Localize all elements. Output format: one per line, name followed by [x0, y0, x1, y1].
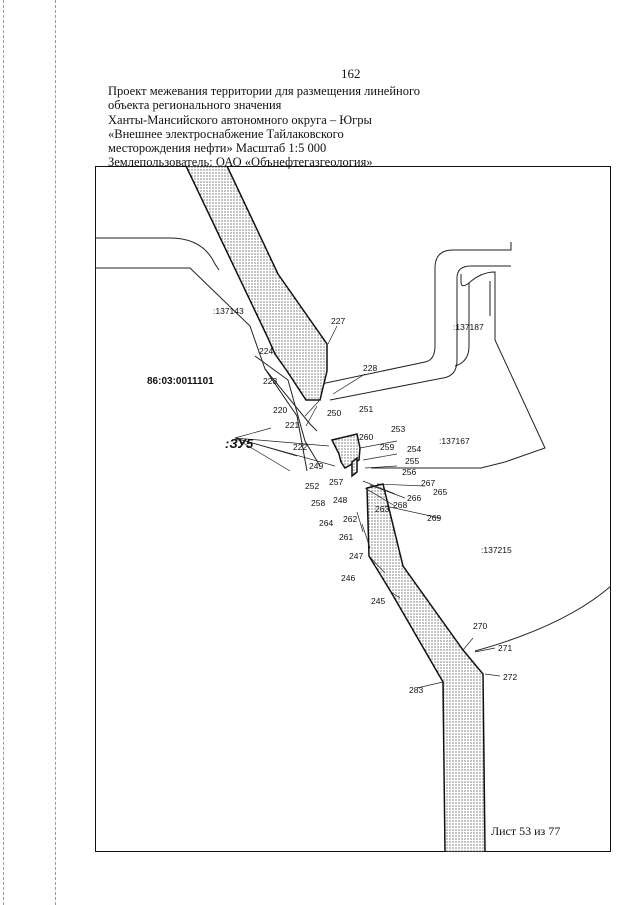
- sheet-label: Лист 53 из 77: [491, 824, 561, 838]
- point-label: 266: [407, 493, 421, 503]
- header-line-6: Землепользователь: ОАО «Обънефтегазгеоло…: [108, 155, 373, 169]
- point-label: 249: [309, 461, 323, 471]
- point-label: 263: [375, 504, 389, 514]
- point-label: 251: [359, 404, 373, 414]
- corridor-north: [185, 166, 328, 401]
- parcel-number: :137215: [481, 545, 512, 555]
- point-label: 269: [427, 513, 441, 523]
- point-label: 265: [433, 487, 447, 497]
- point-label: 272: [503, 672, 517, 682]
- point-label: 220: [273, 405, 287, 415]
- header-line-3: Ханты-Мансийского автономного округа – Ю…: [108, 113, 372, 127]
- parcel-number: :137143: [213, 306, 244, 316]
- header-line-2: объекта регионального значения: [108, 98, 282, 112]
- point-label: 258: [311, 498, 325, 508]
- cadastral-map: 227 224 223 228 220 221 250 251 253 260 …: [95, 166, 611, 852]
- point-label: 255: [405, 456, 419, 466]
- point-label: 245: [371, 596, 385, 606]
- leader-lines: [234, 325, 501, 689]
- point-label: 250: [327, 408, 341, 418]
- header-line-5: месторождения нефти» Масштаб 1:5 000: [108, 141, 327, 155]
- cadastral-block-label: 86:03:0011101: [147, 376, 214, 387]
- point-label: 267: [421, 478, 435, 488]
- point-labels: 227 224 223 228 220 221 250 251 253 260 …: [259, 316, 517, 695]
- point-label: 227: [331, 316, 345, 326]
- binding-margin-line: [3, 0, 4, 905]
- binding-margin-line: [55, 0, 56, 905]
- header-line-4: «Внешнее электроснабжение Тайлаковского: [108, 127, 344, 141]
- point-label: 228: [363, 363, 377, 373]
- zone-label: :ЗУ5: [225, 436, 254, 451]
- point-label: 252: [305, 481, 319, 491]
- corridor-center-2: [351, 456, 358, 478]
- corridor-south: [366, 483, 486, 852]
- point-label: 270: [473, 621, 487, 631]
- point-label: 262: [343, 514, 357, 524]
- map-frame: [95, 166, 611, 852]
- point-label: 223: [263, 376, 277, 386]
- point-label: 257: [329, 477, 343, 487]
- point-label: 271: [498, 643, 512, 653]
- parcel-number: :137187: [453, 322, 484, 332]
- point-label: 248: [333, 495, 347, 505]
- point-label: 247: [349, 551, 363, 561]
- page-number: 162: [341, 66, 361, 81]
- point-label: 224: [259, 346, 273, 356]
- point-label: 254: [407, 444, 421, 454]
- point-label: 259: [380, 442, 394, 452]
- parcel-number: :137167: [439, 436, 470, 446]
- point-label: 268: [393, 500, 407, 510]
- parcel-boundaries: [95, 237, 611, 652]
- point-label: 261: [339, 532, 353, 542]
- point-label: 222: [293, 442, 307, 452]
- header-line-1: Проект межевания территории для размещен…: [108, 84, 421, 98]
- point-label: 260: [359, 432, 373, 442]
- point-label: 253: [391, 424, 405, 434]
- point-label: 246: [341, 573, 355, 583]
- point-label: 264: [319, 518, 333, 528]
- point-label: 283: [409, 685, 423, 695]
- point-label: 256: [402, 467, 416, 477]
- point-label: 221: [285, 420, 299, 430]
